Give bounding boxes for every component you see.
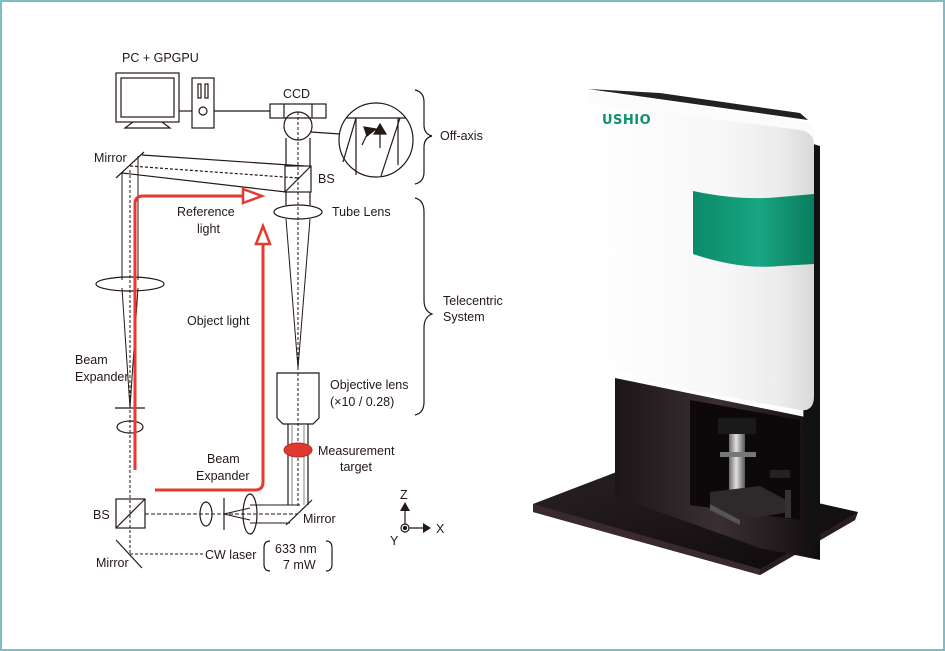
coordinate-axes-icon: [400, 502, 431, 533]
bottom-lens-small-icon: [199, 501, 213, 527]
telecentric-label-line1: Telecentric: [443, 294, 503, 308]
bs-bottom-label: BS: [93, 508, 110, 522]
laser-wavelength: 633 nm: [275, 542, 317, 556]
object-light-label: Object light: [187, 314, 250, 328]
laser-power: 7 mW: [283, 558, 316, 572]
beam-splitter-bottom-icon: [115, 498, 146, 529]
measurement-target-label-line2: target: [340, 460, 372, 474]
objective-lens-label: Objective lens: [330, 378, 409, 392]
reference-light-label-line1: Reference: [177, 205, 235, 219]
measurement-target-label-line1: Measurement: [318, 444, 395, 458]
interference-arrows-icon: [361, 122, 388, 148]
tube-lens-icon: [273, 204, 323, 220]
axis-y-label: Y: [390, 534, 399, 548]
axis-z-label: Z: [400, 488, 408, 502]
mirror-bottom-left-icon: [115, 539, 143, 569]
telecentric-brace: [414, 197, 434, 416]
mirror-bottom-left-label: Mirror: [96, 556, 129, 570]
mirror-top-label: Mirror: [94, 151, 127, 165]
holographic-microscope-product-image: USHIO: [533, 89, 858, 575]
mirror-top-icon: [115, 151, 145, 179]
off-axis-brace: [414, 89, 433, 185]
cw-laser-label: CW laser: [205, 548, 256, 562]
beam-expander-bottom-label-line2: Expander: [196, 469, 250, 483]
pc-monitor-icon: [115, 72, 180, 129]
bs-top-label: BS: [318, 172, 335, 186]
laser-spec-right-paren: [325, 540, 333, 572]
beam-expander-left-label-line1: Beam: [75, 353, 108, 367]
objective-lens-icon: [276, 372, 320, 505]
mirror-bottom-right-icon: [285, 499, 313, 526]
reference-lens-large-icon: [95, 276, 165, 292]
pc-tower-icon: [191, 77, 215, 129]
beam-expander-left-label-line2: Expander: [75, 370, 129, 384]
off-axis-label: Off-axis: [440, 129, 483, 143]
objective-lens-spec: (×10 / 0.28): [330, 395, 394, 409]
ccd-label: CCD: [283, 87, 310, 101]
tube-lens-label: Tube Lens: [332, 205, 391, 219]
axis-x-label: X: [436, 522, 445, 536]
pc-label: PC + GPGPU: [122, 51, 199, 65]
object-light-arrow: [155, 222, 272, 492]
accent-band: [693, 191, 814, 267]
telecentric-label-line2: System: [443, 310, 485, 324]
off-axis-hologram-detail: [338, 102, 414, 178]
mirror-bottom-right-label: Mirror: [303, 512, 336, 526]
beam-expander-bottom-label-line1: Beam: [207, 452, 240, 466]
brand-logo: USHIO: [602, 113, 651, 128]
reference-lens-small-icon: [116, 420, 144, 434]
reference-light-label-line2: light: [197, 222, 220, 236]
measurement-target-icon: [283, 442, 313, 458]
bottom-lens-large-icon: [242, 493, 258, 535]
laser-spec-left-paren: [263, 540, 271, 572]
reference-light-arrow: [133, 187, 266, 470]
